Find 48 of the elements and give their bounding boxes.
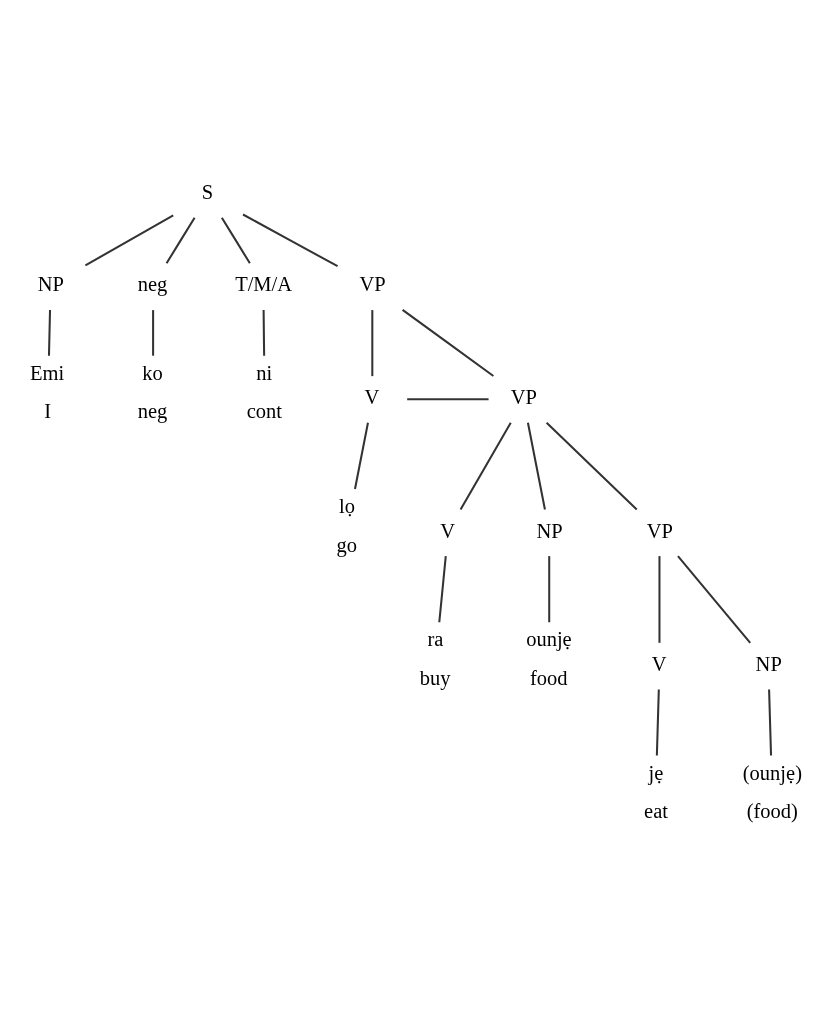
connector xyxy=(401,308,494,377)
connector xyxy=(84,214,174,266)
node-text: ni xyxy=(256,361,273,384)
node-label: I xyxy=(44,399,51,422)
node-text: (ounjẹ) xyxy=(742,761,802,784)
connector xyxy=(658,555,661,643)
connector xyxy=(459,421,512,510)
connector xyxy=(47,309,52,356)
node-text: VP xyxy=(359,272,386,295)
node-text: NP xyxy=(37,272,64,295)
node-text: V xyxy=(651,652,667,675)
connector xyxy=(354,422,369,489)
node-label: (food) xyxy=(746,799,798,822)
node-text: Emi xyxy=(30,361,65,384)
node-text: VP xyxy=(510,385,537,408)
node-text: S xyxy=(201,180,214,203)
node-label: buy xyxy=(419,666,451,689)
connector xyxy=(152,309,155,356)
connector xyxy=(438,555,447,622)
connector xyxy=(768,688,773,756)
connector xyxy=(165,216,196,264)
node-text: neg xyxy=(137,272,168,295)
node-text: lọ xyxy=(338,494,355,517)
node-label: eat xyxy=(644,799,668,822)
node-text: T/M/A xyxy=(235,272,293,295)
node-text: NP xyxy=(755,652,782,675)
connector xyxy=(242,213,339,267)
node-text: VP xyxy=(646,519,673,542)
node-label: neg xyxy=(137,399,168,422)
node-label: cont xyxy=(246,399,282,422)
connector xyxy=(371,309,374,376)
connector xyxy=(262,309,266,356)
node-text: ra xyxy=(427,627,444,650)
connector xyxy=(548,555,551,622)
node-text: jẹ xyxy=(648,761,664,784)
connector xyxy=(677,554,751,643)
node-text: ko xyxy=(142,361,163,384)
connector xyxy=(655,688,660,756)
connector xyxy=(407,397,489,400)
connector xyxy=(220,216,251,264)
node-label: food xyxy=(529,666,568,689)
connector xyxy=(545,421,638,510)
node-label: go xyxy=(336,533,357,556)
node-text: ounjẹ xyxy=(526,627,572,650)
connector xyxy=(526,422,546,510)
node-text: NP xyxy=(536,519,563,542)
node-text: V xyxy=(440,519,456,542)
node-text: V xyxy=(364,385,380,408)
